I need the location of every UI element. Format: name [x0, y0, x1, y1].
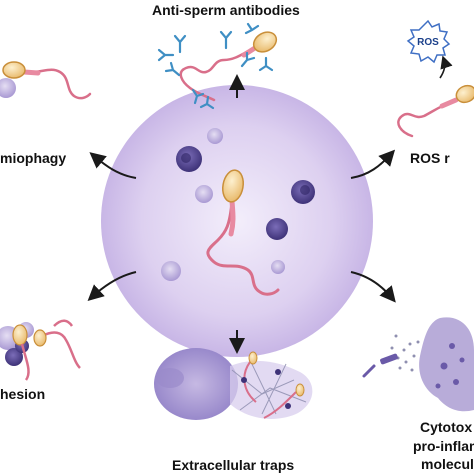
label-molecules: molecul	[421, 456, 474, 472]
antibody-sperm-group	[157, 22, 278, 110]
ros-group: ROS	[397, 19, 474, 138]
central-circle	[101, 85, 373, 357]
label-extracellular-traps: Extracellular traps	[172, 457, 295, 473]
cytotoxic-group	[362, 317, 474, 412]
ros-badge-label: ROS	[417, 37, 439, 48]
arrows	[87, 74, 396, 354]
antibody-icons	[157, 22, 274, 110]
net-group	[154, 348, 313, 420]
spermiophagy-group	[0, 61, 92, 100]
central-cells	[161, 128, 315, 281]
label-anti-sperm-antibodies: Anti-sperm antibodies	[152, 2, 300, 18]
label-spermiophagy: miophagy	[0, 150, 67, 166]
adhesion-group	[0, 319, 81, 381]
label-adhesion: hesion	[0, 386, 46, 402]
label-cytotoxic: Cytotox	[420, 419, 473, 435]
central-sperm	[206, 169, 280, 296]
label-ros-release: ROS r	[410, 150, 450, 166]
label-pro-inflammatory: pro-inflamm	[413, 438, 474, 454]
ros-burst-icon	[406, 19, 451, 64]
perforin-icon	[362, 353, 398, 378]
